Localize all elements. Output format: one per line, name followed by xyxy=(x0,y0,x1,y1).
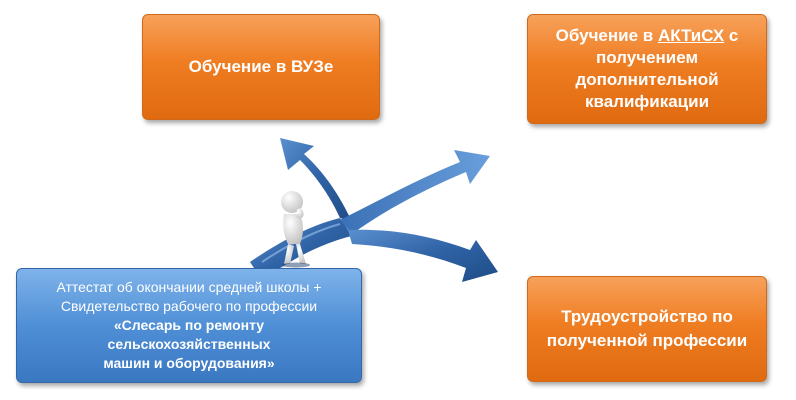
arrow-to-aktisx xyxy=(340,150,490,234)
thinking-person-icon xyxy=(281,191,310,268)
certificate-box: Аттестат об окончании средней школы + Св… xyxy=(16,268,362,383)
aktisx-line-1-prefix: Обучение в xyxy=(555,26,658,45)
employment-line-1: Трудоустройство по xyxy=(561,307,733,326)
certificate-line-3: «Слесарь по ремонту xyxy=(113,317,265,333)
employment-line-2: полученной профессии xyxy=(546,331,748,350)
arrow-to-employment xyxy=(348,229,498,282)
certificate-line-2: Свидетельство рабочего по профессии xyxy=(60,298,318,314)
university-study-box: Обучение в ВУЗе xyxy=(142,14,380,120)
aktisx-study-box: Обучение в АКТиСХ с получением дополните… xyxy=(527,14,767,124)
certificate-line-1: Аттестат об окончании средней школы + xyxy=(56,279,322,295)
university-study-label: Обучение в ВУЗе xyxy=(188,57,334,76)
aktisx-line-1-suffix: с xyxy=(724,26,739,45)
aktisx-line-4: квалификации xyxy=(584,92,710,111)
arrow-to-university xyxy=(280,138,352,222)
aktisx-line-3: дополнительной xyxy=(575,70,719,89)
aktisx-line-2: получением xyxy=(595,48,699,67)
aktisx-line-1: Обучение в АКТиСХ с xyxy=(556,25,739,47)
employment-box: Трудоустройство по полученной профессии xyxy=(527,276,767,382)
certificate-line-4: сельскохозяйственных xyxy=(107,336,271,352)
aktisx-name: АКТиСХ xyxy=(657,26,725,45)
certificate-line-5: машин и оборудования» xyxy=(103,355,275,371)
